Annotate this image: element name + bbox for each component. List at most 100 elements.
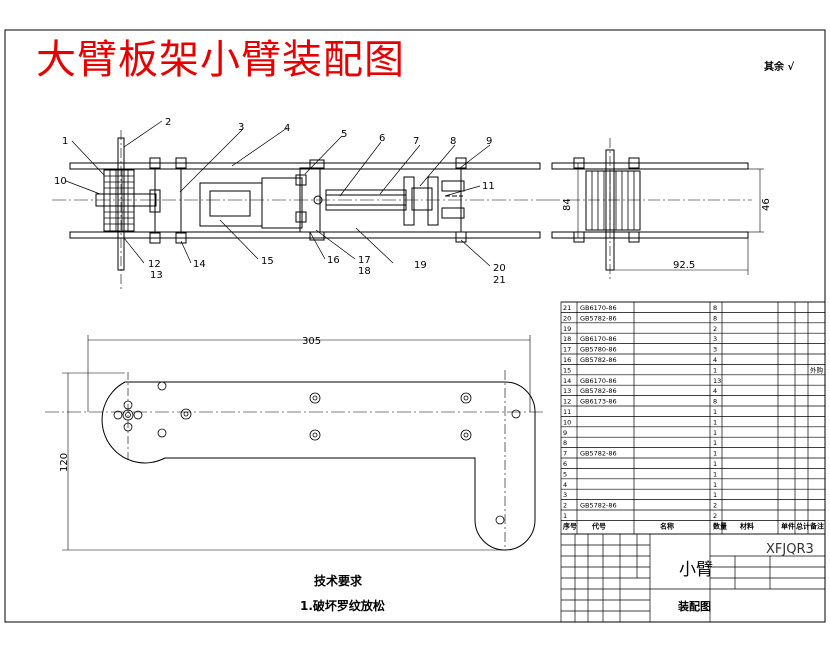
balloon-4: 4 (284, 123, 290, 134)
parts-cell: 1 (713, 429, 717, 437)
parts-cell: 2 (713, 502, 717, 510)
balloon-8: 8 (450, 136, 456, 147)
parts-cell: 外购 (810, 365, 824, 374)
balloon-16: 16 (327, 255, 340, 266)
parts-cell: 2 (713, 325, 717, 333)
parts-cell: GB5782-86 (580, 502, 617, 510)
balloon-21: 21 (493, 275, 506, 286)
tech-requirement-item: 1.破坏罗纹放松 (300, 599, 385, 613)
balloon-20: 20 (493, 263, 506, 274)
title-block-code: XFJQR3 (766, 542, 814, 557)
parts-header-cell: 数量 (713, 521, 727, 530)
parts-cell: 10 (563, 418, 571, 426)
parts-cell: GB5782-86 (580, 314, 617, 322)
balloon-1: 1 (62, 136, 68, 147)
parts-cell: 8 (713, 304, 717, 312)
parts-cell: 9 (563, 429, 567, 437)
parts-header-cell: 代号 (591, 521, 606, 530)
parts-cell: 2 (713, 512, 717, 520)
side-dimensions (574, 162, 764, 275)
drawing-title: 大臂板架小臂装配图 (36, 37, 405, 83)
parts-cell: 13 (563, 387, 571, 395)
parts-cell: 1 (713, 450, 717, 458)
balloon-11: 11 (482, 181, 495, 192)
parts-cell: 4 (713, 356, 717, 364)
parts-cell: GB6170-86 (580, 304, 617, 312)
parts-cell: 3 (713, 346, 717, 354)
lead-screw (325, 189, 407, 211)
balloon-6: 6 (379, 133, 385, 144)
parts-cell: 6 (563, 460, 567, 468)
parts-cell: 8 (713, 398, 717, 406)
dim-120: 120 (59, 453, 70, 472)
plate-view (45, 335, 545, 551)
title-block-name: 小臂 (679, 560, 713, 580)
balloon-17: 17 (358, 255, 371, 266)
parts-cell: 19 (563, 325, 571, 333)
balloon-12: 12 (148, 259, 161, 270)
top-view (52, 130, 548, 290)
parts-cell: GB5782-86 (580, 450, 617, 458)
dim-46: 46 (761, 198, 772, 211)
balloon-5: 5 (341, 129, 347, 140)
drawing-frame (4, 29, 826, 623)
balloon-13: 13 (150, 270, 163, 281)
parts-cell: 12 (563, 398, 571, 406)
parts-cell: 20 (563, 314, 571, 322)
parts-cell: GB6173-86 (580, 398, 617, 406)
balloon-labels: 1 2 3 4 5 6 7 8 9 10 11 12 13 14 15 16 1… (54, 117, 506, 286)
parts-header-cell: 序号 (562, 521, 577, 530)
parts-cell: 1 (713, 491, 717, 499)
parts-cell: GB6170-86 (580, 377, 617, 385)
parts-cell: 17 (563, 346, 571, 354)
parts-cell: GB5782-86 (580, 356, 617, 364)
title-block-grid (560, 533, 826, 623)
parts-header-cell: 名称 (660, 521, 674, 530)
parts-cell: 4 (563, 481, 567, 489)
parts-cell: 7 (563, 450, 567, 458)
parts-cell: 13 (713, 377, 721, 385)
parts-cell: GB5782-86 (580, 387, 617, 395)
dim-92-5: 92.5 (673, 260, 695, 271)
balloon-2: 2 (165, 117, 171, 128)
balloon-18: 18 (358, 266, 371, 277)
balloon-9: 9 (486, 136, 492, 147)
parts-cell: 1 (713, 470, 717, 478)
parts-cell: 1 (713, 439, 717, 447)
parts-cell: 3 (563, 491, 567, 499)
parts-cell: 14 (563, 377, 571, 385)
parts-cell: 11 (563, 408, 571, 416)
dimension-labels: 84 46 92.5 305 120 (59, 198, 772, 472)
parts-cell: 2 (563, 502, 567, 510)
parts-cell: GB5780-86 (580, 346, 617, 354)
surface-roughness-note: 其余 √ (764, 62, 795, 73)
parts-header-cell: 材料 (739, 521, 754, 530)
balloon-15: 15 (261, 256, 274, 267)
balloon-10: 10 (54, 176, 67, 187)
motor (199, 182, 263, 227)
parts-cell: 1 (713, 408, 717, 416)
parts-header-cell: 单件 (781, 521, 795, 530)
parts-list-grid (560, 301, 826, 535)
parts-cell: 15 (563, 366, 571, 374)
parts-cell: 1 (713, 460, 717, 468)
parts-header-cell: 备注 (809, 521, 824, 530)
parts-cell: GB6170-86 (580, 335, 617, 343)
parts-cell: 8 (563, 439, 567, 447)
title-block-subtitle: 装配图 (678, 600, 711, 613)
parts-cell: 3 (713, 335, 717, 343)
parts-cell: 5 (563, 470, 567, 478)
dim-305: 305 (302, 336, 321, 347)
parts-cell: 1 (713, 418, 717, 426)
parts-cell: 21 (563, 304, 571, 312)
side-view (548, 138, 752, 280)
tech-requirements-title: 技术要求 (314, 574, 363, 588)
parts-list-header: 序号 代号 名称 数量 材料 单件总计备注 (562, 521, 824, 530)
parts-header-cell: 总计 (796, 521, 810, 530)
parts-cell: 16 (563, 356, 571, 364)
balloon-3: 3 (238, 122, 244, 133)
parts-cell: 1 (713, 481, 717, 489)
parts-cell: 8 (713, 314, 717, 322)
